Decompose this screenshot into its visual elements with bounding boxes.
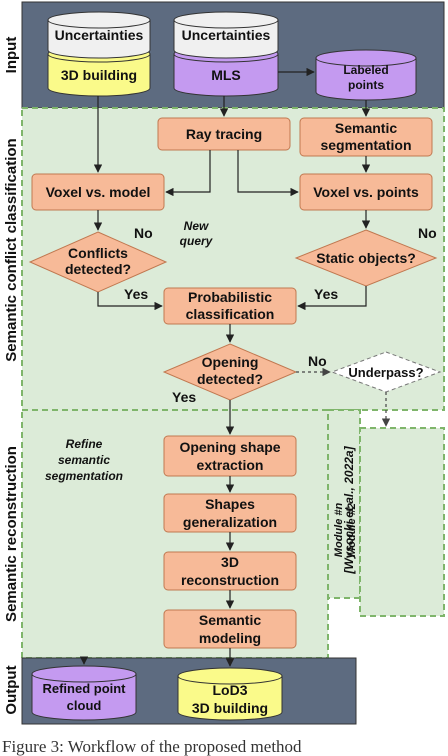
arrow-ray-voxelmodel — [165, 150, 211, 197]
static-objects-label: Static objects? — [316, 250, 416, 266]
module-2-label: Module #2 — [346, 503, 358, 557]
opening-shape-line1: Opening shape — [179, 439, 280, 455]
opening-line2: detected? — [197, 371, 263, 387]
edge-yes-opening: Yes — [172, 389, 196, 405]
refine-line3: segmentation — [45, 469, 123, 483]
arrow-conflicts-prob — [97, 292, 163, 311]
conflicts-line2: detected? — [65, 261, 131, 277]
edge-no-left: No — [134, 225, 153, 241]
new-query-line1: New — [184, 219, 209, 233]
reconstruction-3d-line2: reconstruction — [181, 572, 279, 588]
reconstruction-3d-line1: 3D — [221, 554, 239, 570]
refine-line1: Refine — [66, 437, 103, 451]
probabilistic-line1: Probabilistic — [188, 289, 272, 305]
opening-line1: Opening — [202, 354, 259, 370]
shapes-gen-line1: Shapes — [205, 496, 255, 512]
building-3d-label: 3D building — [61, 67, 137, 83]
labeled-points-cylinder — [315, 49, 417, 101]
building-cylinder — [47, 11, 151, 97]
arrow-static-prob — [297, 286, 367, 311]
edge-yes-left: Yes — [124, 286, 148, 302]
refine-line2: semantic — [58, 453, 110, 467]
module-n-label: Module #n — [333, 503, 345, 558]
ray-tracing-box — [157, 117, 291, 151]
voxel-model-label: Voxel vs. model — [46, 184, 151, 200]
module-ref-label: [Wysocki et al., 2022a] — [342, 445, 356, 574]
figure-caption: Figure 3: Workflow of the proposed metho… — [2, 737, 302, 756]
semantic-modeling-line1: Semantic — [199, 612, 261, 628]
refined-cloud-cylinder — [31, 665, 137, 721]
lod3-cylinder — [177, 667, 283, 721]
labeled-points-line2: points — [348, 78, 384, 92]
refined-cloud-line1: Refined point — [42, 681, 126, 696]
labeled-points-line1: Labeled — [343, 63, 388, 77]
semantic-modeling-line2: modeling — [199, 630, 261, 646]
conflicts-line1: Conflicts — [68, 245, 128, 261]
voxel-points-label: Voxel vs. points — [313, 184, 419, 200]
new-query-line2: query — [180, 234, 214, 248]
uncertainties-left: Uncertainties — [55, 27, 144, 43]
mls-label: MLS — [211, 67, 241, 83]
lod3-line1: LoD3 — [213, 682, 248, 698]
edge-no-opening: No — [308, 353, 327, 369]
label-input: Input — [3, 37, 20, 74]
label-reconstruction: Semantic reconstruction — [3, 446, 20, 622]
module-stack-panel — [359, 427, 445, 617]
semantic-segmentation-line2: segmentation — [320, 137, 411, 153]
edge-yes-right: Yes — [314, 286, 338, 302]
opening-shape-line2: extraction — [197, 457, 264, 473]
mls-cylinder — [173, 11, 279, 97]
ray-tracing-label: Ray tracing — [186, 126, 262, 142]
probabilistic-line2: classification — [186, 306, 275, 322]
underpass-label: Underpass? — [348, 365, 423, 380]
uncertainties-right: Uncertainties — [182, 27, 271, 43]
label-output: Output — [3, 665, 20, 714]
shapes-gen-line2: generalization — [183, 514, 277, 530]
refined-cloud-line2: cloud — [67, 698, 102, 713]
edge-no-right: No — [418, 225, 437, 241]
module-n-panel — [327, 409, 361, 599]
lod3-line2: 3D building — [192, 700, 268, 716]
label-classification: Semantic conflict classification — [3, 138, 20, 361]
arrow-ray-voxelpoints — [237, 150, 299, 197]
semantic-segmentation-line1: Semantic — [335, 120, 397, 136]
